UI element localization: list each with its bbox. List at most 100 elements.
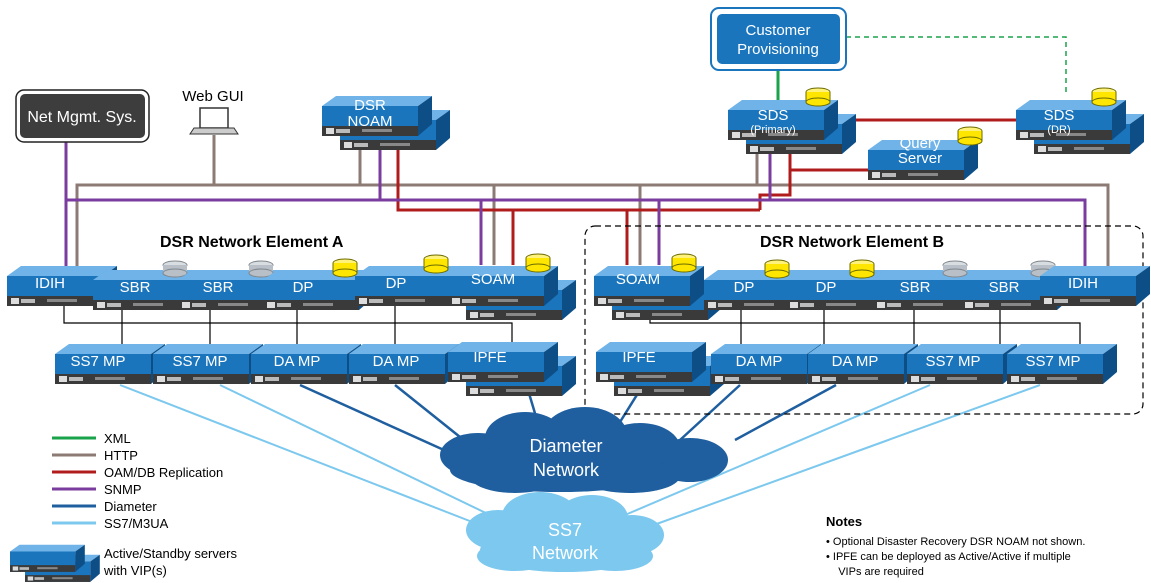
customer-provisioning-label-2: Provisioning: [737, 41, 819, 58]
database-icon: [764, 259, 790, 279]
query-server[interactable]: Query Server: [868, 126, 983, 180]
legend: XML HTTP OAM/DB Replication SNMP Diamete…: [10, 431, 237, 582]
mp-da-b1[interactable]: DA MP: [711, 344, 821, 384]
diameter-label-1: Diameter: [529, 436, 602, 456]
active-standby-icon: [10, 544, 100, 582]
server-dp-a2[interactable]: DP: [355, 254, 465, 306]
note-item: VIPs are required: [826, 566, 924, 578]
database-icon: [849, 259, 875, 279]
database-icon: [423, 254, 449, 274]
ss7-label-1: SS7: [548, 520, 582, 540]
mp-label: SS7 MP: [70, 353, 125, 370]
server-soam-b[interactable]: SOAM: [594, 253, 722, 320]
server-label: IDIH: [1068, 275, 1098, 292]
xml-link-dr: [846, 36, 1067, 95]
legend-active-standby-1: Active/Standby servers: [104, 546, 237, 561]
element-b-mps: IPFE DA MP DA MP SS7 MP SS7 MP: [596, 342, 1117, 396]
server-sbr-a2[interactable]: SBR: [178, 260, 288, 310]
element-a-mps: SS7 MP SS7 MP DA MP DA MP IPFE: [55, 342, 576, 396]
server-sbr-a1[interactable]: SBR: [93, 260, 203, 310]
laptop-icon: [189, 107, 239, 135]
mp-ss7-b1[interactable]: SS7 MP: [907, 344, 1017, 384]
net-mgmt-label: Net Mgmt. Sys.: [27, 109, 136, 126]
mp-label: DA MP: [274, 353, 321, 370]
sds-dr[interactable]: SDS (DR): [1016, 87, 1144, 154]
mp-ss7-b2[interactable]: SS7 MP: [1007, 344, 1117, 384]
element-a-title: DSR Network Element A: [160, 234, 344, 251]
database-icon: [1091, 87, 1117, 107]
database-icon: [332, 258, 358, 278]
notes: Notes • Optional Disaster Recovery DSR N…: [826, 514, 1085, 578]
server-dp-a1[interactable]: DP: [263, 258, 373, 310]
server-label: SBR: [989, 279, 1020, 296]
mp-label: SS7 MP: [172, 353, 227, 370]
oam-sds-link: [758, 140, 792, 210]
web-gui[interactable]: Web GUI: [182, 88, 244, 135]
mp-label: IPFE: [622, 349, 655, 366]
legend-active-standby-2: with VIP(s): [103, 563, 167, 578]
diameter-network-cloud: Diameter Network: [440, 407, 728, 493]
database-icon: [525, 253, 551, 273]
mp-label: DA MP: [736, 353, 783, 370]
sds-primary-sub: (Primary): [750, 124, 795, 136]
customer-provisioning-label-1: Customer: [745, 22, 810, 39]
database-icon: [805, 87, 831, 107]
mp-ss7-a1[interactable]: SS7 MP: [55, 344, 165, 384]
mp-da-a2[interactable]: DA MP: [349, 344, 459, 384]
server-label: DP: [734, 279, 755, 296]
sds-primary[interactable]: SDS (Primary): [728, 87, 856, 154]
server-sbr-b1[interactable]: SBR: [873, 260, 983, 310]
net-mgmt-system[interactable]: Net Mgmt. Sys.: [15, 89, 150, 143]
diameter-label-2: Network: [533, 460, 600, 480]
server-label: IDIH: [35, 275, 65, 292]
server-sbr-b2[interactable]: SBR: [961, 260, 1071, 310]
mp-label: DA MP: [373, 353, 420, 370]
customer-provisioning[interactable]: Customer Provisioning: [710, 7, 847, 71]
mp-ipfe-b[interactable]: IPFE: [596, 342, 724, 396]
mp-label: SS7 MP: [925, 353, 980, 370]
sds-dr-sub: (DR): [1047, 124, 1070, 136]
element-b-title: DSR Network Element B: [760, 234, 944, 251]
server-label: SBR: [203, 279, 234, 296]
database-icon: [248, 260, 274, 278]
note-item: • Optional Disaster Recovery DSR NOAM no…: [826, 536, 1085, 548]
cloud-icon: [466, 492, 664, 572]
server-label: SBR: [900, 279, 931, 296]
query-server-label-1: Query: [900, 135, 941, 152]
cloud-icon: [440, 407, 728, 493]
database-icon: [162, 260, 188, 278]
server-soam-a[interactable]: SOAM: [448, 253, 576, 320]
legend-label: XML: [104, 431, 131, 446]
legend-label: Diameter: [104, 499, 157, 514]
ss7-network-cloud: SS7 Network: [466, 492, 664, 572]
mp-ipfe-a[interactable]: IPFE: [448, 342, 576, 396]
legend-label: HTTP: [104, 448, 138, 463]
database-icon: [671, 253, 697, 273]
database-icon: [957, 126, 983, 146]
mp-da-b2[interactable]: DA MP: [808, 344, 918, 384]
note-item: • IPFE can be deployed as Active/Active …: [826, 551, 1071, 563]
dsr-noam[interactable]: DSR NOAM: [322, 96, 450, 150]
mp-da-a1[interactable]: DA MP: [251, 344, 361, 384]
server-dp-b1[interactable]: DP: [704, 259, 814, 310]
bus-a: [63, 300, 513, 345]
oam-noam-link: [396, 150, 760, 212]
legend-label: SS7/M3UA: [104, 516, 169, 531]
dsr-noam-label-2: NOAM: [348, 113, 393, 130]
network-element-b-frame: [584, 225, 1144, 415]
server-dp-b2[interactable]: DP: [786, 259, 896, 310]
server-label: SOAM: [616, 271, 660, 288]
server-idih-b[interactable]: IDIH: [1040, 266, 1150, 306]
legend-label: OAM/DB Replication: [104, 465, 223, 480]
mp-ss7-a2[interactable]: SS7 MP: [153, 344, 263, 384]
database-icon: [942, 260, 968, 278]
element-b-servers: SOAM DP DP SBR SBR IDIH: [594, 253, 1150, 320]
mp-label: DA MP: [832, 353, 879, 370]
server-label: SOAM: [471, 271, 515, 288]
server-idih-a[interactable]: IDIH: [7, 266, 117, 306]
query-server-label-2: Server: [898, 150, 942, 167]
mp-label: IPFE: [473, 349, 506, 366]
dsr-noam-label-1: DSR: [354, 97, 386, 114]
server-label: DP: [816, 279, 837, 296]
